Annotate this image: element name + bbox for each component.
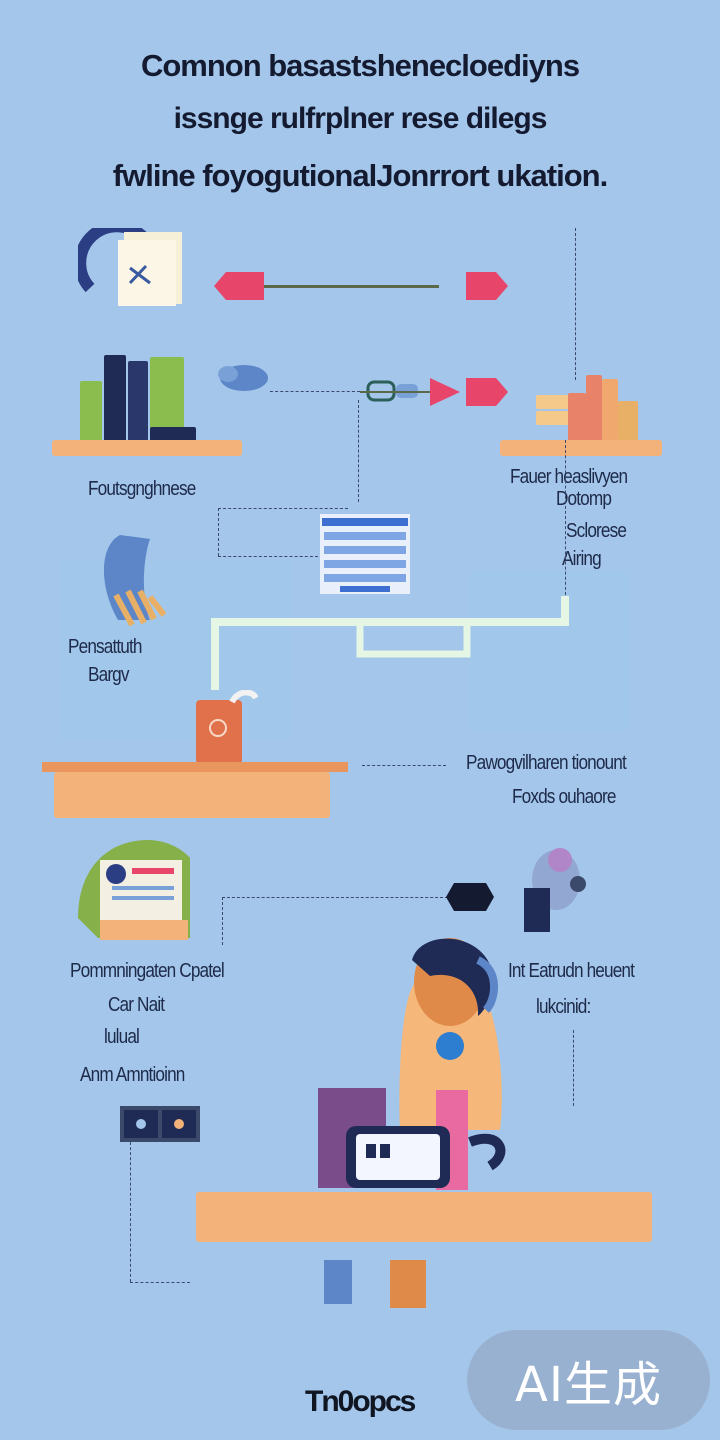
bottom-desk [196,1192,652,1242]
dashed-frame-top [218,508,348,509]
hand-figure-icon [80,525,180,635]
shelf-left [52,440,242,456]
arrow-right-pink-icon [466,272,508,300]
label-bottom-left-3: lulual [104,1026,140,1048]
cloud-icon [214,362,270,392]
label-bottom-left-1: Pommningaten Cpatel [70,960,225,982]
dashed-line-bottom-center [222,897,448,898]
brand-logo: Tn0opcs [305,1385,416,1418]
dashed-line-bottom-left-h [130,1282,190,1283]
label-left-mid-1: Pensattuth [68,636,142,658]
books-right-icon [536,375,640,441]
label-right-top-1: Fauer heaslivyen [510,466,628,488]
person-figure [300,930,530,1310]
arrow-pink-mid-1-icon [430,378,460,406]
label-right-top-2: Dotomp [556,488,612,510]
label-left-shelf: Foutsgnghnese [88,478,196,500]
hexagon-navy-icon [446,883,494,911]
label-bottom-right-2: lukcinid: [536,996,591,1018]
desk-body [54,772,330,818]
link-icon [360,378,430,404]
arrow-left-pink-icon [214,272,264,300]
dashed-line-bottom-right [573,1030,574,1106]
desk-top [42,762,348,772]
ai-generated-badge-text: AI生成 [515,1357,662,1413]
books-left-icon [80,355,200,441]
title-line-3: fwline foyogutionalJonrrort ukation. [112,158,608,193]
headset-figure-icon [520,840,590,936]
label-bottom-left-2: Car Nait [108,994,165,1016]
label-bottom-left-4: Anm Amntioinn [80,1064,185,1086]
label-bottom-right-1: Int Eatrudn heuent [508,960,635,982]
label-right-top-3: Sclorese [566,520,627,542]
dashed-frame-bottom [218,556,318,557]
label-desk-right-2: Foxds ouhaore [512,786,616,808]
label-right-top-4: Airing [562,548,602,570]
label-left-mid-2: Bargv [88,664,129,686]
connector-line-top [264,285,439,288]
faded-panel-right [470,570,630,730]
dashed-line-desk-right [362,765,446,766]
device-icon [192,689,259,764]
document-icon [74,220,188,308]
dashed-line-middle-row [270,391,360,392]
id-card-icon [78,838,193,943]
dashed-line-right-top [575,228,576,380]
list-panel-icon [320,514,410,594]
pipe-connector [205,592,577,692]
dashed-line-bottom-left [130,1142,131,1282]
dashed-line-right-mid [565,440,566,600]
dashed-line-bottom-center-v [222,897,223,945]
toggle-icons [120,1106,200,1142]
arrow-pink-mid-2-icon [466,378,508,406]
title-line-1: Comnon basastshenecloediyns [140,48,580,83]
title-line-2: issnge rulfrplner rese dilegs [173,102,548,135]
ai-generated-badge: AI生成 [467,1330,710,1430]
dashed-frame-left [218,508,219,556]
label-desk-right-1: Pawogvilharen tionount [466,752,627,774]
faded-panel-left [60,560,290,740]
shelf-right [500,440,662,456]
dashed-line-center-down [358,400,359,502]
